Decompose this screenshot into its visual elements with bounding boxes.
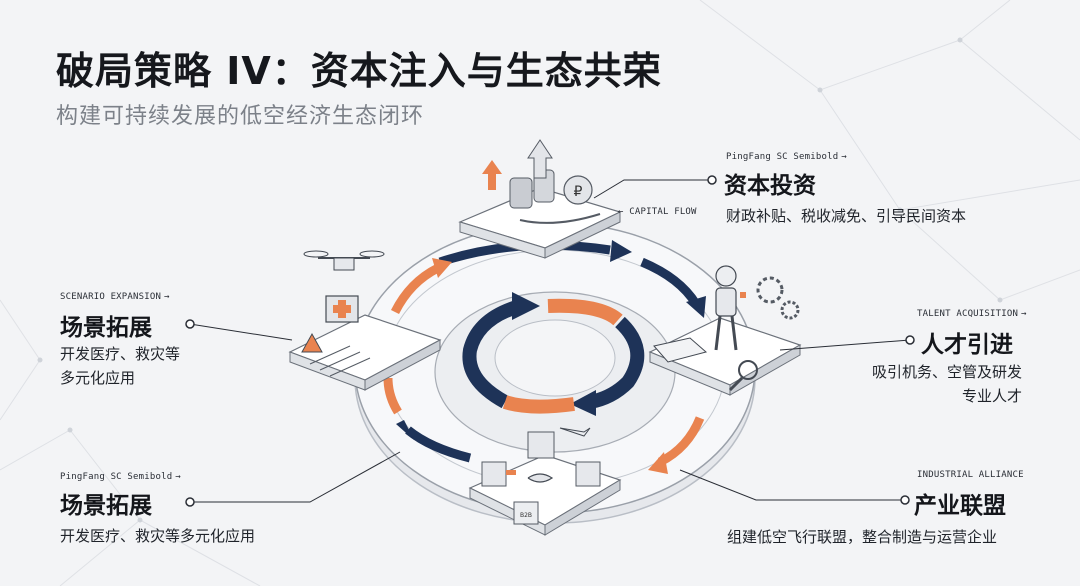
alliance-title: 产业联盟 [914, 486, 1006, 520]
scenario-bottom-title: 场景拓展 [60, 486, 152, 520]
alliance-tag: INDUSTRIAL ALLIANCE [917, 470, 1024, 480]
inner-arrow-orange-bottom [505, 402, 574, 407]
capital-flow-text: CAPITAL FLOW [629, 207, 696, 217]
scenario-top-title: 场景拓展 [60, 308, 152, 342]
scenario-top-desc-line1: 开发医疗、救灾等 [60, 342, 180, 366]
capital-flow-arrow: ← [618, 207, 624, 217]
capital-flow-label: ← CAPITAL FLOW [618, 207, 697, 217]
talent-desc-line2: 专业人才 [872, 384, 1022, 408]
talent-desc-line1: 吸引机务、空管及研发 [872, 360, 1022, 384]
scenario-bottom-tag-text: PingFang SC Semibold [60, 472, 172, 482]
capital-desc: 财政补贴、税收减免、引导民间资本 [726, 204, 966, 228]
scenario-bottom-tag-arrow: → [175, 472, 181, 482]
talent-tag-arrow: → [1021, 309, 1027, 319]
capital-tag-arrow: → [841, 152, 847, 162]
capital-title: 资本投资 [724, 166, 816, 200]
scenario-top-tag: SCENARIO EXPANSION→ [60, 292, 170, 302]
scenario-bottom-desc: 开发医疗、救灾等多元化应用 [60, 524, 255, 548]
talent-desc: 吸引机务、空管及研发 专业人才 [872, 360, 1022, 408]
scenario-top-desc: 开发医疗、救灾等 多元化应用 [60, 342, 180, 390]
scenario-top-tag-arrow: → [164, 292, 170, 302]
scenario-bottom-tag: PingFang SC Semibold→ [60, 472, 181, 482]
talent-tag-text: TALENT ACQUISITION [917, 309, 1018, 319]
alliance-desc: 组建低空飞行联盟，整合制造与运营企业 [727, 525, 997, 549]
capital-tag-text: PingFang SC Semibold [726, 152, 838, 162]
scenario-top-tag-text: SCENARIO EXPANSION [60, 292, 161, 302]
capital-tag: PingFang SC Semibold→ [726, 152, 847, 162]
talent-tag: TALENT ACQUISITION→ [917, 309, 1027, 319]
svg-text:₽: ₽ [574, 184, 583, 200]
scenario-top-desc-line2: 多元化应用 [60, 366, 180, 390]
alliance-box-text: B2B [520, 512, 532, 519]
talent-title: 人才引进 [921, 325, 1013, 359]
